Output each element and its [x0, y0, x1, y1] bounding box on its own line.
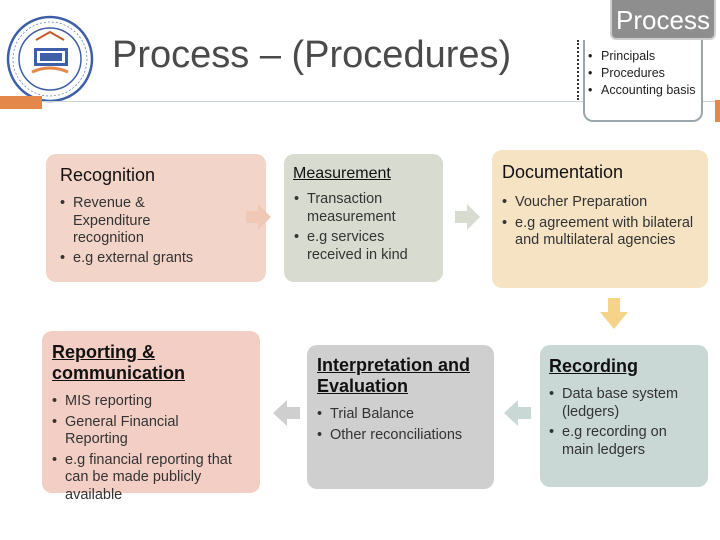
list-item: e.g agreement with bilateral and multila…: [500, 215, 695, 250]
list-item: General Financial Reporting: [50, 414, 255, 449]
page-title: Process – (Procedures): [112, 34, 512, 76]
list-item: MIS reporting: [50, 393, 255, 411]
process-inset-header: Process: [610, 0, 716, 40]
recording-list: Data base system (ledgers) e.g recording…: [547, 386, 702, 459]
measurement-list: Transaction measurement e.g services rec…: [292, 191, 437, 264]
process-inset-list: Principals Procedures Accounting basis: [588, 48, 703, 99]
inset-item: Procedures: [588, 65, 703, 82]
arrow-right-icon: [455, 204, 480, 230]
arrow-left-icon: [273, 400, 300, 426]
list-item: e.g external grants: [58, 250, 208, 268]
list-item: Other reconciliations: [315, 427, 490, 445]
list-item: Trial Balance: [315, 406, 490, 424]
arrow-right-icon: [246, 204, 271, 230]
list-item: e.g financial reporting that can be made…: [50, 452, 255, 505]
inset-item: Accounting basis: [588, 82, 703, 99]
interpretation-list: Trial Balance Other reconciliations: [315, 406, 490, 444]
list-item: Revenue & Expenditure recognition: [58, 195, 208, 248]
list-item: Data base system (ledgers): [547, 386, 702, 421]
inset-connector: [577, 40, 585, 100]
interpretation-title: Interpretation and Evaluation: [317, 355, 471, 396]
accent-bar: [0, 96, 42, 109]
arrow-down-icon: [600, 298, 628, 329]
list-item: Transaction measurement: [292, 191, 437, 226]
arrow-left-icon: [504, 400, 531, 426]
documentation-title: Documentation: [502, 162, 624, 182]
title-divider: [42, 101, 720, 102]
reporting-list: MIS reporting General Financial Reportin…: [50, 393, 255, 504]
process-inset-title: Process: [616, 5, 710, 35]
institution-seal-logo: [6, 15, 94, 103]
list-item: Voucher Preparation: [500, 194, 695, 212]
reporting-title: Reporting & communication: [52, 342, 186, 383]
recording-title: Recording: [549, 356, 639, 376]
documentation-list: Voucher Preparation e.g agreement with b…: [500, 194, 695, 250]
recognition-title: Recognition: [60, 165, 156, 185]
measurement-title: Measurement: [293, 165, 391, 182]
recognition-list: Revenue & Expenditure recognition e.g ex…: [58, 195, 208, 267]
accent-strip: [715, 100, 720, 122]
inset-item: Principals: [588, 48, 703, 65]
list-item: e.g services received in kind: [292, 229, 437, 264]
list-item: e.g recording on main ledgers: [547, 424, 702, 459]
